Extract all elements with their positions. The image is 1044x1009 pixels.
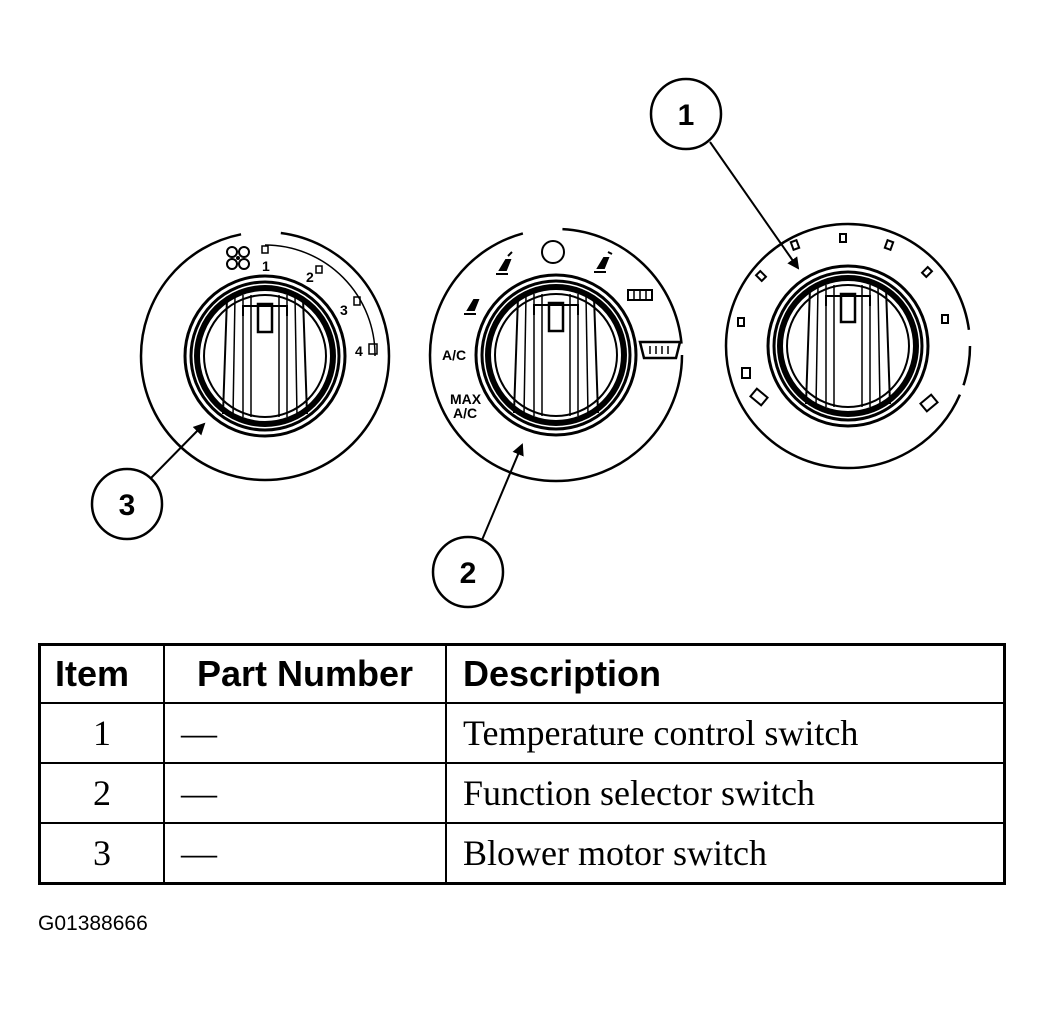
callout-2: 2 bbox=[431, 443, 524, 609]
floor-panel-icon bbox=[496, 251, 513, 275]
row-part-number: — bbox=[163, 822, 447, 885]
table-header-row: Item Part Number Description bbox=[38, 643, 1006, 704]
row-item: 1 bbox=[38, 702, 165, 764]
row-description: Blower motor switch bbox=[445, 822, 1006, 885]
function-dial-bezel bbox=[428, 227, 684, 483]
row-description: Function selector switch bbox=[445, 762, 1006, 824]
panel-vent-icon bbox=[464, 299, 480, 315]
floor-defrost-icon bbox=[627, 289, 653, 301]
speed-scale-arc bbox=[264, 244, 376, 357]
function-knob[interactable] bbox=[476, 275, 636, 435]
temperature-control-dial bbox=[724, 222, 972, 470]
callout-1-label: 1 bbox=[678, 99, 695, 132]
blower-motor-dial: 1 2 3 4 bbox=[139, 230, 391, 482]
callout-2-arrow bbox=[481, 443, 524, 541]
row-item: 3 bbox=[38, 822, 165, 885]
temp-dial-bezel bbox=[724, 222, 972, 470]
callout-3-arrow bbox=[150, 422, 206, 479]
row-part-number: — bbox=[163, 702, 447, 764]
parts-table: Item Part Number Description 1 — Tempera… bbox=[38, 643, 1006, 885]
callout-3: 3 bbox=[90, 422, 206, 541]
blower-speed-2: 2 bbox=[306, 269, 314, 285]
off-icon bbox=[541, 240, 565, 264]
max-label: MAX bbox=[450, 391, 482, 407]
row-item: 2 bbox=[38, 762, 165, 824]
ac-label: A/C bbox=[442, 347, 466, 363]
header-item: Item bbox=[38, 643, 165, 704]
blower-speed-3: 3 bbox=[340, 302, 348, 318]
row-part-number: — bbox=[163, 762, 447, 824]
header-description: Description bbox=[445, 643, 1006, 704]
row-description: Temperature control switch bbox=[445, 702, 1006, 764]
figure-id: G01388666 bbox=[38, 912, 148, 935]
callout-1-arrow bbox=[709, 141, 800, 270]
floor-icon bbox=[594, 251, 613, 273]
blower-speed-4: 4 bbox=[355, 343, 363, 359]
temp-scale-marks bbox=[737, 233, 949, 413]
defrost-icon bbox=[638, 340, 682, 360]
header-part-number: Part Number bbox=[163, 643, 447, 704]
table-row: 1 — Temperature control switch bbox=[38, 702, 1006, 764]
table-row: 2 — Function selector switch bbox=[38, 762, 1006, 824]
function-selector-dial: A/C MAX A/C bbox=[428, 227, 684, 483]
hvac-control-diagram: 1 2 3 4 A/C MAX A/C bbox=[90, 77, 972, 609]
blower-speed-1: 1 bbox=[262, 258, 270, 274]
callout-3-label: 3 bbox=[119, 489, 136, 522]
callout-1: 1 bbox=[649, 77, 800, 270]
callout-2-label: 2 bbox=[460, 557, 477, 590]
blower-dial-bezel bbox=[139, 230, 391, 482]
table-row: 3 — Blower motor switch bbox=[38, 822, 1006, 885]
fan-icon bbox=[226, 246, 250, 270]
temperature-knob[interactable] bbox=[768, 266, 928, 426]
blower-knob[interactable] bbox=[185, 276, 345, 436]
max-ac-label: A/C bbox=[453, 405, 477, 421]
